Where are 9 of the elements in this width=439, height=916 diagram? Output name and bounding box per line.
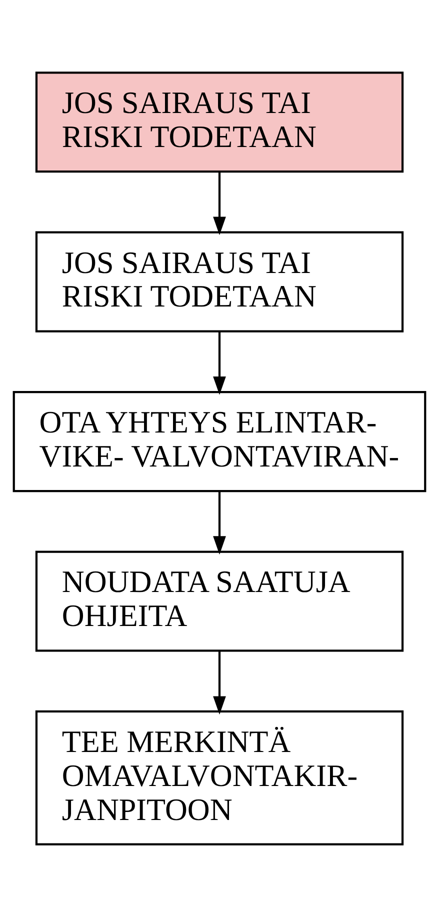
node-box: OTA YHTEYS ELINTAR- VIKE- VALVONTAVIRAN- bbox=[12, 390, 426, 492]
node-box: JOS SAIRAUS TAI RISKI TODETAAN bbox=[35, 230, 404, 332]
arrow bbox=[213, 490, 226, 554]
arrow bbox=[213, 331, 226, 394]
node-box: JOS SAIRAUS TAI RISKI TODETAAN bbox=[35, 71, 404, 172]
arrow bbox=[213, 171, 226, 235]
arrow bbox=[213, 650, 226, 714]
node-box: TEE MERKINTÄ OMAVALVONTAKIR- JANPITOON bbox=[35, 710, 404, 845]
node-box: NOUDATA SAATUJA OHJEITA bbox=[35, 550, 404, 652]
